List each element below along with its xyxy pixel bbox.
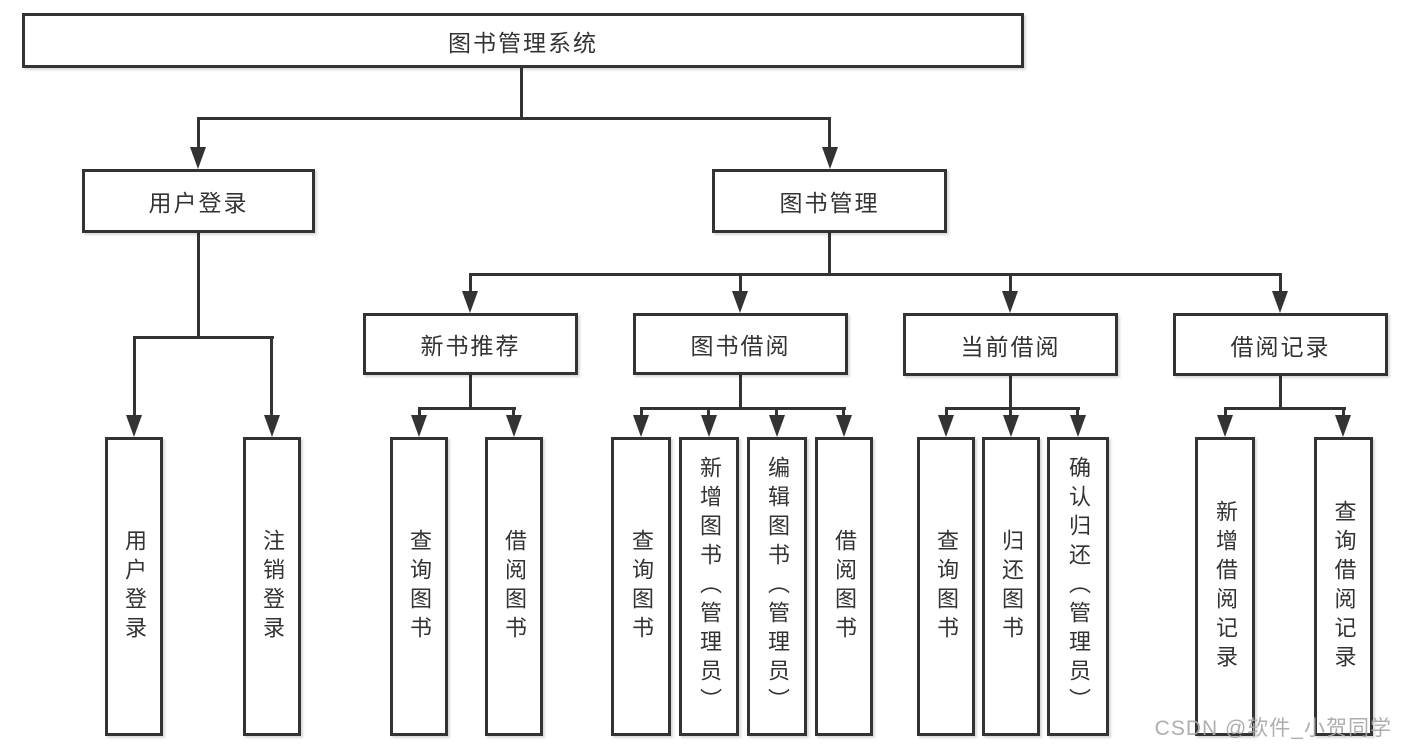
connector-line — [739, 375, 742, 407]
connector-line — [842, 409, 845, 417]
connector-line — [828, 233, 831, 273]
connector-line — [1279, 276, 1282, 294]
arrowhead-down-icon — [1002, 291, 1018, 313]
arrowhead-down-icon — [822, 147, 838, 169]
arrowhead-down-icon — [701, 415, 717, 437]
node-borrow-records: 借阅记录 — [1173, 313, 1388, 376]
csdn-watermark: CSDN @软件_小贺同学 — [1154, 717, 1392, 740]
node-user-login: 用户登录 — [82, 169, 315, 233]
connector-line — [1076, 409, 1079, 417]
arrowhead-down-icon — [1070, 415, 1086, 437]
connector-line — [640, 409, 643, 417]
connector-line — [775, 409, 778, 417]
connector-line — [418, 407, 516, 410]
node-label: 新增图书（管理员） — [697, 456, 722, 717]
node-book-borrowing: 图书借阅 — [633, 313, 848, 375]
node-leaf-confirm-return-admin: 确认归还（管理员） — [1047, 437, 1109, 736]
node-leaf-rec-borrow-books: 借阅图书 — [485, 437, 543, 736]
connector-line — [1009, 276, 1012, 294]
connector-line — [1009, 409, 1012, 417]
node-label: 查询图书 — [407, 528, 432, 645]
connector-line — [640, 407, 846, 410]
node-leaf-logout: 注销登录 — [243, 437, 301, 736]
connector-line — [469, 276, 472, 294]
connector-line — [945, 407, 1080, 410]
arrowhead-down-icon — [836, 415, 852, 437]
arrowhead-down-icon — [1217, 415, 1233, 437]
connector-line — [739, 276, 742, 294]
arrowhead-down-icon — [1335, 415, 1351, 437]
arrowhead-down-icon — [1003, 415, 1019, 437]
connector-line — [469, 273, 1282, 276]
node-leaf-borrow-query-books: 查询图书 — [611, 437, 671, 736]
arrowhead-down-icon — [411, 415, 427, 437]
arrowhead-down-icon — [264, 415, 280, 437]
arrowhead-down-icon — [190, 147, 206, 169]
connector-line — [418, 409, 421, 417]
node-new-book-recommend: 新书推荐 — [363, 313, 578, 375]
connector-line — [1224, 407, 1346, 410]
connector-line — [1279, 375, 1282, 407]
node-label: 确认归还（管理员） — [1066, 456, 1091, 717]
node-leaf-add-borrow-record: 新增借阅记录 — [1195, 437, 1255, 736]
connector-line — [512, 409, 515, 417]
connector-line — [133, 339, 136, 416]
arrowhead-down-icon — [506, 415, 522, 437]
arrowhead-down-icon — [633, 415, 649, 437]
connector-line — [197, 233, 200, 336]
node-label: 查询图书 — [934, 528, 959, 645]
node-label: 查询借阅记录 — [1331, 499, 1357, 674]
node-label: 注销登录 — [260, 528, 285, 645]
connector-line — [133, 336, 274, 339]
node-label: 新增借阅记录 — [1213, 499, 1238, 674]
connector-line — [197, 120, 200, 150]
node-label: 查询图书 — [629, 528, 654, 645]
arrowhead-down-icon — [769, 415, 785, 437]
node-leaf-add-books-admin: 新增图书（管理员） — [679, 437, 739, 736]
connector-line — [270, 339, 273, 416]
node-label: 借阅图书 — [502, 528, 527, 645]
node-leaf-user-login: 用户登录 — [105, 437, 163, 736]
node-leaf-borrow-books: 借阅图书 — [815, 437, 873, 736]
node-leaf-query-borrow-record: 查询借阅记录 — [1314, 437, 1373, 736]
node-leaf-rec-query-books: 查询图书 — [390, 437, 448, 736]
connector-line — [469, 375, 472, 407]
node-label: 编辑图书（管理员） — [765, 456, 790, 717]
node-leaf-return-books: 归还图书 — [982, 437, 1040, 736]
arrowhead-down-icon — [126, 415, 142, 437]
connector-line — [1342, 409, 1345, 417]
node-library-system: 图书管理系统 — [22, 13, 1024, 68]
arrowhead-down-icon — [1272, 291, 1288, 313]
node-current-borrowing: 当前借阅 — [903, 313, 1118, 376]
node-label: 借阅图书 — [832, 528, 857, 645]
arrowhead-down-icon — [938, 415, 954, 437]
node-book-management: 图书管理 — [712, 169, 947, 233]
connector-line — [197, 117, 831, 120]
arrowhead-down-icon — [732, 291, 748, 313]
node-leaf-edit-books-admin: 编辑图书（管理员） — [747, 437, 807, 736]
connector-line — [1224, 409, 1227, 417]
node-leaf-current-query-books: 查询图书 — [917, 437, 975, 736]
node-label: 用户登录 — [122, 528, 147, 645]
connector-line — [945, 409, 948, 417]
connector-line — [520, 68, 523, 117]
arrowhead-down-icon — [462, 291, 478, 313]
connector-line — [1009, 375, 1012, 407]
connector-line — [707, 409, 710, 417]
node-label: 归还图书 — [999, 528, 1024, 645]
connector-line — [828, 120, 831, 150]
